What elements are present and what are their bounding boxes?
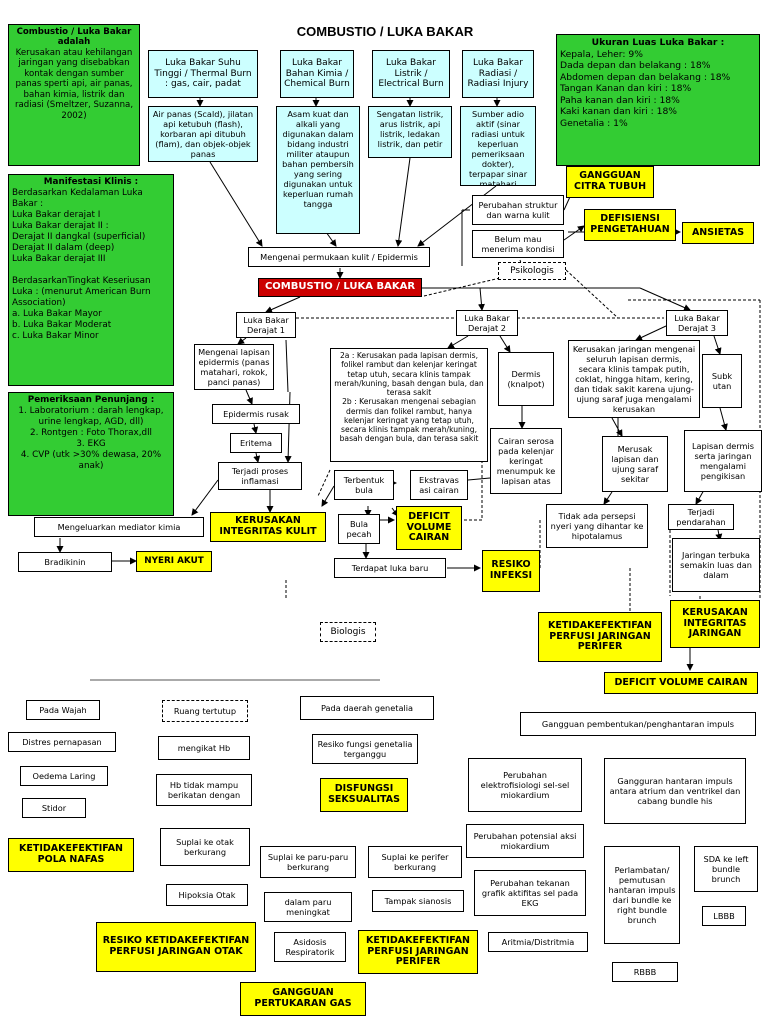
dx-kerusakan-kulit: KERUSAKAN INTEGRITAS KULIT	[210, 512, 326, 542]
cairan-serosa-node: Cairan serosa pada kelenjar keringat men…	[490, 428, 562, 494]
mengikat-hb-node: mengikat Hb	[158, 736, 250, 760]
pendarahan-node: Terjadi pendarahan	[668, 504, 734, 530]
ruang-tertutup-node: Ruang tertutup	[162, 700, 248, 722]
derajat-2-node: Luka Bakar Derajat 2	[456, 310, 518, 336]
burn-size-box: Ukuran Luas Luka Bakar : Kepala, Leher: …	[556, 34, 760, 166]
sianosis-node: Tampak sianosis	[372, 890, 464, 912]
size-item: Abdomen depan dan belakang : 18%	[560, 71, 731, 83]
suplai-perifer-node: Suplai ke perifer berkurang	[368, 846, 462, 878]
bula-pecah-node: Bula pecah	[338, 514, 380, 544]
dx-defisiensi: DEFISIENSI PENGETAHUAN	[584, 209, 676, 241]
pada-wajah-node: Pada Wajah	[26, 700, 100, 720]
stidor-node: Stidor	[22, 798, 86, 818]
perubahan-struktur-node: Perubahan struktur dan warna kulit	[472, 195, 564, 225]
gangguan-hantaran-node: Gangguran hantaran impuls antara atrium …	[604, 758, 746, 824]
suplai-paru-node: Suplai ke paru-paru berkurang	[260, 846, 356, 878]
dx-gangguan-citra: GANGGUAN CITRA TUBUH	[566, 166, 654, 198]
dx-perfusi-perifer-2: KETIDAKEFEKTIFAN PERFUSI JARINGAN PERIFE…	[358, 930, 478, 974]
size-item: Dada depan dan belakang : 18%	[560, 60, 711, 71]
ekstravasasi-node: Ekstravas asi cairan	[410, 470, 468, 500]
rbbb-node: RBBB	[612, 962, 678, 982]
manifestation-box: Manifestasi Klinis : Berdasarkan Kedalam…	[8, 174, 174, 386]
dx-deficit-volume: DEFICIT VOLUME CAIRAN	[396, 506, 462, 550]
cause-chemical-detail: Asam kuat dan alkali yang digunakan dala…	[276, 106, 360, 234]
cause-thermal: Luka Bakar Suhu Tinggi / Thermal Burn : …	[148, 50, 258, 98]
size-item: Genetalia : 1%	[560, 117, 628, 129]
derajat-1-node: Luka Bakar Derajat 1	[236, 312, 296, 338]
dalam-paru-node: dalam paru meningkat	[264, 892, 352, 922]
subkutan-node: Subk utan	[702, 354, 742, 408]
resiko-fungsi-node: Resiko fungsi genetalia terganggu	[312, 734, 418, 764]
cause-chemical: Luka Bakar Bahan Kimia / Chemical Burn	[280, 50, 354, 98]
mediator-node: Mengeluarkan mediator kimia	[34, 517, 204, 537]
dx-perfusi-otak: RESIKO KETIDAKEFEKTIFAN PERFUSI JARINGAN…	[96, 922, 256, 972]
cause-electrical: Luka Bakar Listrik / Electrical Burn	[372, 50, 450, 98]
manifestation-text: Berdasarkan Kedalaman Luka Bakar : Luka …	[12, 187, 151, 341]
dx-pertukaran-gas: GANGGUAN PERTUKARAN GAS	[240, 982, 366, 1016]
dx-nyeri-akut: NYERI AKUT	[136, 551, 212, 572]
tekanan-node: Perubahan tekanan grafik aktifitas sel p…	[474, 870, 586, 916]
size-item: Kaki kanan dan kiri : 18%	[560, 106, 678, 117]
mengenai-node: Mengenai permukaan kulit / Epidermis	[248, 247, 430, 267]
potensial-node: Perubahan potensial aksi miokardium	[466, 824, 584, 858]
d1-desc-node: Mengenai lapisan epidermis (panas mataha…	[194, 344, 274, 390]
biologis-node: Biologis	[320, 622, 376, 642]
derajat-3-node: Luka Bakar Derajat 3	[666, 310, 728, 336]
eritema-node: Eritema	[230, 433, 282, 453]
d2-desc-node: 2a : Kerusakan pada lapisan dermis, foli…	[330, 348, 488, 462]
bradikinin-node: Bradikinin	[18, 552, 112, 572]
definition-box: Combustio / Luka Bakar adalah Kerusakan …	[8, 24, 140, 166]
definition-text: Kerusakan atau kehilangan jaringan yang …	[14, 47, 134, 121]
lbbb-node: LBBB	[702, 906, 746, 926]
inflamasi-node: Terjadi proses inflamasi	[218, 462, 302, 490]
psikologis-node: Psikologis	[498, 262, 566, 280]
dermis-node: Dermis (knalpot)	[498, 352, 554, 406]
belum-mau-node: Belum mau menerima kondisi	[472, 230, 564, 258]
merusak-node: Merusak lapisan dan ujung saraf sekitar	[602, 436, 668, 492]
sda-node: SDA ke left bundle brunch	[694, 846, 758, 892]
exam-box: Pemeriksaan Penunjang : 1. Laboratorium …	[8, 392, 174, 516]
dx-deficit-volume-2: DEFICIT VOLUME CAIRAN	[604, 672, 758, 694]
oedema-node: Oedema Laring	[20, 766, 108, 786]
cause-radiation: Luka Bakar Radiasi / Radiasi Injury	[462, 50, 534, 98]
size-item: Tangan Kanan dan kiri : 18%	[560, 83, 692, 94]
size-item: Kepala, Leher: 9%	[560, 48, 643, 60]
elektrofisiologi-node: Perubahan elektrofisiologi sel-sel mioka…	[468, 758, 582, 812]
asidosis-node: Asidosis Respiratorik	[274, 932, 346, 962]
manifestation-heading: Manifestasi Klinis :	[43, 177, 139, 187]
aritmia-node: Aritmia/Distritmia	[488, 932, 588, 952]
terbentuk-bula-node: Terbentuk bula	[334, 470, 394, 500]
combustio-node: COMBUSTIO / LUKA BAKAR	[258, 278, 422, 297]
dx-disfungsi: DISFUNGSI SEKSUALITAS	[320, 778, 408, 812]
gangguan-impuls-node: Gangguan pembentukan/penghantaran impuls	[520, 712, 756, 736]
tidak-persepsi-node: Tidak ada persepsi nyeri yang dihantar k…	[546, 504, 648, 548]
dx-perfusi-perifer: KETIDAKEFEKTIFAN PERFUSI JARINGAN PERIFE…	[538, 612, 662, 662]
cause-thermal-detail: Air panas (Scald), jilatan api ketubuh (…	[148, 106, 258, 162]
jaringan-terbuka-node: Jaringan terbuka semakin luas dan dalam	[672, 538, 760, 592]
exam-text: 1. Laboratorium : darah lengkap, urine l…	[18, 405, 164, 471]
size-item: Paha kanan dan kiri : 18%	[560, 94, 680, 106]
cause-radiation-detail: Sumber adio aktif (sinar radiasi untuk k…	[460, 106, 536, 186]
exam-heading: Pemeriksaan Penunjang :	[27, 395, 155, 405]
genetalia-node: Pada daerah genetalia	[300, 696, 434, 720]
burn-size-heading: Ukuran Luas Luka Bakar :	[591, 37, 725, 48]
definition-heading: Combustio / Luka Bakar adalah	[16, 27, 132, 48]
hb-tidak-node: Hb tidak mampu berikatan dengan	[156, 774, 252, 806]
page-title: COMBUSTIO / LUKA BAKAR	[296, 24, 474, 39]
lapisan-dermis-node: Lapisan dermis serta jaringan mengalami …	[684, 430, 762, 492]
dx-ansietas: ANSIETAS	[682, 222, 754, 244]
suplai-otak-node: Suplai ke otak berkurang	[160, 828, 250, 866]
cause-electrical-detail: Sengatan listrik, arus listrik, api list…	[368, 106, 452, 158]
dx-resiko-infeksi: RESIKO INFEKSI	[482, 550, 540, 592]
hipoksia-node: Hipoksia Otak	[166, 884, 248, 906]
d3-desc-node: Kerusakan jaringan mengenai seluruh lapi…	[568, 340, 700, 418]
luka-baru-node: Terdapat luka baru	[334, 558, 446, 578]
perlambatan-node: Perlambatan/ pemutusan hantaran impuls d…	[604, 846, 680, 944]
distres-node: Distres pernapasan	[8, 732, 116, 752]
epidermis-rusak-node: Epidermis rusak	[212, 404, 300, 424]
dx-kerusakan-jaringan: KERUSAKAN INTEGRITAS JARINGAN	[670, 600, 760, 648]
dx-pola-nafas: KETIDAKEFEKTIFAN POLA NAFAS	[8, 838, 134, 872]
